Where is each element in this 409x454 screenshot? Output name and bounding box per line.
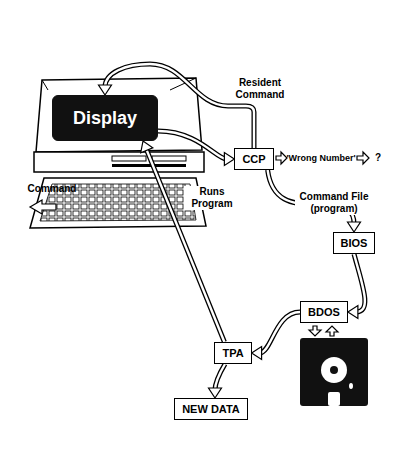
arrow-head xyxy=(141,141,153,153)
command-arrow xyxy=(30,200,56,214)
node-text: BIOS xyxy=(341,237,368,249)
node-text: BDOS xyxy=(308,306,340,318)
connector-outline xyxy=(260,312,301,353)
annotation-label: Command xyxy=(24,183,80,195)
hollow-arrow xyxy=(326,326,338,336)
node-text: TPA xyxy=(222,347,243,359)
base-unit xyxy=(34,152,204,172)
connector-outline xyxy=(146,148,224,342)
monitor-housing xyxy=(36,78,202,152)
arrow-head xyxy=(224,153,234,166)
connector-label: Command File (program) xyxy=(295,191,373,215)
process-box: BIOS xyxy=(333,232,376,254)
arrow-head xyxy=(99,85,112,95)
connector-core xyxy=(354,254,365,312)
connector-outline xyxy=(215,364,225,390)
arrow-head xyxy=(252,347,262,360)
process-box: TPA xyxy=(214,342,251,364)
drive-slot xyxy=(112,156,146,161)
index-hole xyxy=(349,383,353,389)
hollow-connector xyxy=(348,254,365,319)
hollow-connector xyxy=(141,141,225,342)
node-text: Display xyxy=(60,107,150,129)
connector-core xyxy=(146,148,224,342)
annotation-label: 'Wrong Number' xyxy=(286,152,356,164)
connector-label: Resident Command xyxy=(227,77,293,101)
process-box: CCP xyxy=(234,148,273,170)
drive-slot xyxy=(112,164,186,167)
hollow-arrow xyxy=(276,152,287,164)
disk-hub xyxy=(321,357,347,383)
floppy-disk xyxy=(300,338,368,406)
read-slot xyxy=(328,392,340,406)
annotation-label: ? xyxy=(372,152,384,164)
connector-core xyxy=(158,131,226,159)
node-text: NEW DATA xyxy=(182,403,240,415)
arrow-head xyxy=(348,306,358,319)
process-box: BDOS xyxy=(300,301,348,323)
hollow-connector xyxy=(208,364,225,398)
hollow-arrow xyxy=(309,326,321,336)
display-screen: Display xyxy=(52,95,158,141)
connector-core xyxy=(215,364,225,390)
connector-label: Runs Program xyxy=(184,186,240,210)
arrow-head xyxy=(348,222,361,232)
drive-slot xyxy=(152,156,186,161)
hollow-connector xyxy=(158,131,234,166)
connector-core xyxy=(260,312,301,353)
node-text: CCP xyxy=(242,153,265,165)
hollow-connector xyxy=(252,312,301,360)
hollow-arrow xyxy=(357,152,369,164)
connector-outline xyxy=(354,254,365,312)
process-box: NEW DATA xyxy=(174,398,248,420)
arrow-head xyxy=(208,388,221,398)
connector-outline xyxy=(158,131,226,159)
